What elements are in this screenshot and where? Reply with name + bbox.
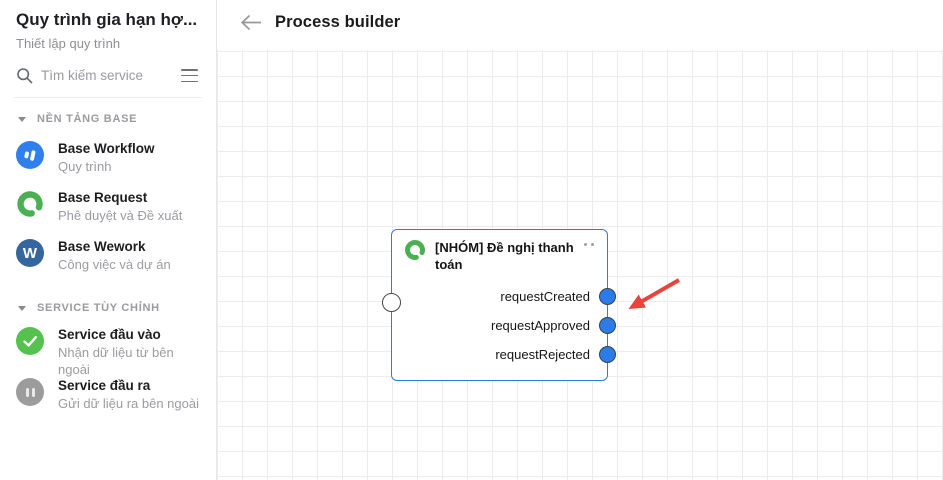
search-row[interactable]: Tìm kiếm service (0, 63, 217, 89)
section-service-tuy-chinh[interactable]: SERVICE TÙY CHỈNH (18, 302, 160, 314)
output-label: requestCreated (500, 289, 590, 304)
search-icon (17, 68, 33, 84)
output-label: requestRejected (495, 347, 590, 362)
node-title: [NHÓM] Đề nghị thanh toán (435, 240, 574, 272)
back-arrow-icon[interactable] (240, 14, 262, 31)
chevron-down-icon (18, 116, 26, 122)
hamburger-icon[interactable] (181, 69, 198, 86)
sidebar-item-service-dau-vao[interactable]: Service đầu vào Nhận dữ liệu từ bên ngoà… (16, 326, 206, 378)
sidebar-item-service-dau-ra[interactable]: Service đầu ra Gửi dữ liệu ra bên ngoài (16, 377, 206, 412)
output-label: requestApproved (490, 318, 590, 333)
workflow-icon (16, 141, 44, 169)
process-canvas[interactable]: [NHÓM] Đề nghị thanh toán requestCreated… (216, 0, 943, 480)
request-ring-icon (405, 240, 425, 260)
process-name: Quy trình gia hạn hợ... (16, 10, 198, 29)
node-base-request[interactable]: [NHÓM] Đề nghị thanh toán requestCreated… (382, 229, 616, 381)
output-port-requestRejected[interactable] (599, 346, 616, 363)
pause-icon (16, 378, 44, 406)
request-ring-icon (16, 190, 44, 218)
chevron-down-icon (18, 305, 26, 311)
more-options-icon[interactable] (584, 243, 594, 246)
sidebar-item-base-wework[interactable]: W Base Wework Công việc và dự án (16, 238, 206, 273)
page-title: Process builder (275, 12, 401, 31)
wework-icon: W (16, 239, 44, 267)
process-subtitle: Thiết lập quy trình (16, 36, 121, 51)
search-input[interactable]: Tìm kiếm service (41, 68, 144, 83)
check-icon (16, 327, 44, 355)
input-port[interactable] (382, 293, 401, 312)
sidebar-item-base-request[interactable]: Base Request Phê duyệt và Đề xuất (16, 189, 206, 224)
node-header: [NHÓM] Đề nghị thanh toán (392, 230, 607, 273)
service-sidebar: Quy trình gia hạn hợ... Thiết lập quy tr… (0, 0, 217, 480)
output-port-requestCreated[interactable] (599, 288, 616, 305)
sidebar-item-base-workflow[interactable]: Base Workflow Quy trình (16, 140, 206, 175)
builder-header: Process builder (216, 0, 943, 50)
divider (14, 97, 202, 98)
section-nen-tang-base[interactable]: NỀN TẢNG BASE (18, 113, 137, 125)
output-port-requestApproved[interactable] (599, 317, 616, 334)
